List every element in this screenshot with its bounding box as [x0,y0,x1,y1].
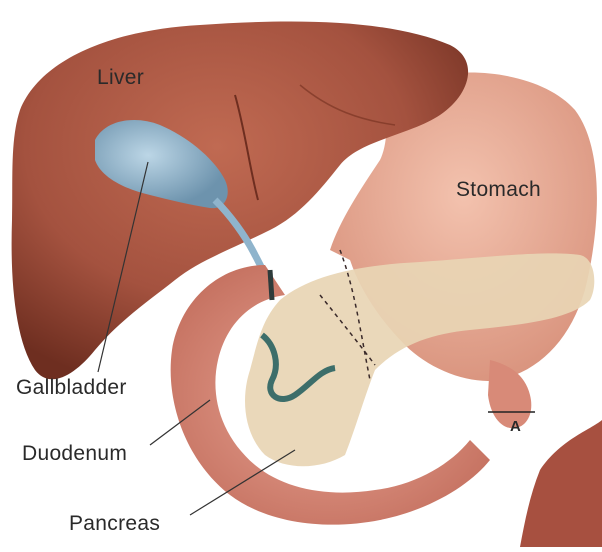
gallbladder-label: Gallbladder [16,376,127,400]
common-bile-duct [270,270,272,300]
liver-label: Liver [97,66,144,90]
lower-tissue [520,420,602,547]
pancreas [245,253,594,466]
pancreas-label: Pancreas [69,512,160,536]
marker-a-label: A [510,418,521,435]
stomach-label: Stomach [456,178,541,202]
duodenum-label: Duodenum [22,442,127,466]
